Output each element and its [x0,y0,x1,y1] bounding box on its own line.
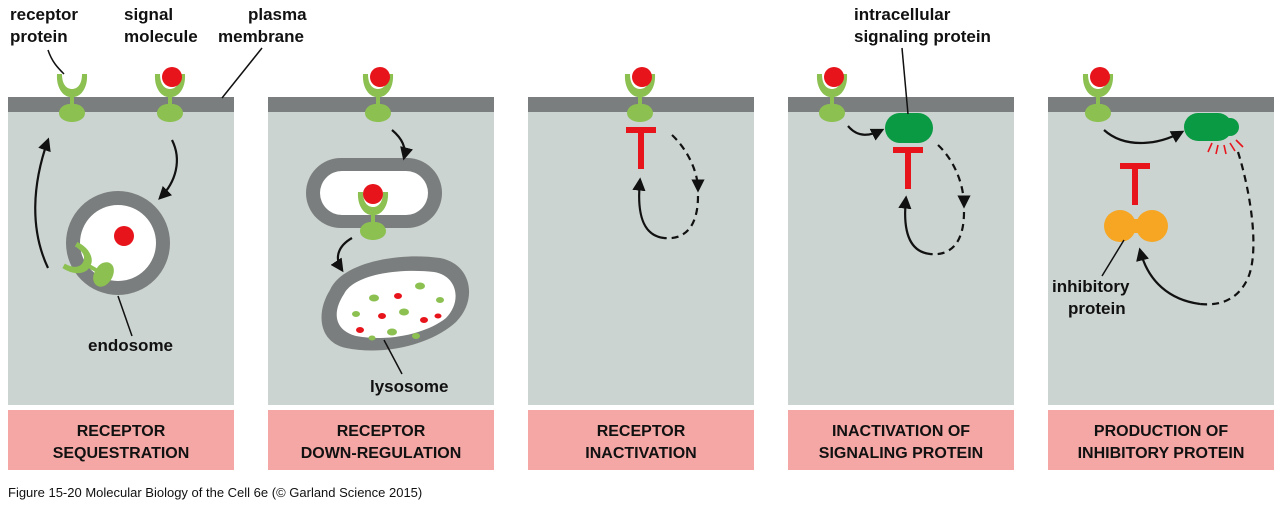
leader-plasma-membrane [221,47,263,99]
label-plasma-membrane: plasma membrane [218,5,307,46]
caption-line2: SEQUESTRATION [53,445,190,462]
activation-arrow [847,125,885,141]
arrow-internalize [158,139,178,200]
vesicle-signal-molecule [363,184,383,204]
caption-line2: INHIBITORY PROTEIN [1078,445,1245,462]
caption-inactivation-of-signaling-protein: INACTIVATION OF SIGNALING PROTEIN [788,410,1014,470]
activation-rays [1207,139,1244,155]
intracellular-signaling-protein [885,113,933,143]
caption-line1: RECEPTOR [77,423,166,440]
caption-receptor-sequestration: RECEPTOR SEQUESTRATION [8,410,234,470]
leader-inhibitory-protein [1101,239,1125,277]
feedback-arrow-up [1136,247,1201,306]
cell-interior [1048,110,1274,405]
plasma-membrane [8,97,234,112]
signal-molecule [370,67,390,87]
endosome-signal-molecule [114,226,134,246]
lysosome [321,256,470,351]
caption-line1: INACTIVATION OF [832,423,970,440]
intracellular-signaling-protein [1184,113,1232,141]
panel-receptor-down-regulation [268,67,494,405]
panel-receptor-sequestration [8,67,234,405]
inhibitory-protein [1104,210,1168,242]
degraded-fragments [352,282,444,341]
caption-line1: RECEPTOR [337,423,426,440]
activation-arrow [1103,129,1185,145]
feedback-arrow-down [671,134,705,193]
label-inhibitory-line2: protein [1068,299,1126,318]
panel-production-of-inhibitory-protein [1048,67,1274,405]
label-intracellular-line2: signaling protein [854,27,991,46]
inhibition-bar [1120,163,1150,205]
caption-production-of-inhibitory-protein: PRODUCTION OF INHIBITORY PROTEIN [1048,410,1274,470]
feedback-arrow-loop [663,195,700,240]
label-intracellular-line1: intracellular [854,5,951,24]
label-signal-molecule: signal molecule [124,5,198,46]
label-intracellular-signaling-protein: intracellular signaling protein [854,5,991,46]
cell-interior [788,110,1014,405]
signal-molecule [162,67,182,87]
label-receptor-protein: receptor protein [10,5,78,46]
label-receptor-protein-line2: protein [10,27,68,46]
label-plasma-membrane-line2: membrane [218,27,304,46]
signal-molecule [824,67,844,87]
plasma-membrane [1048,97,1274,112]
panel-receptor-inactivation [528,67,754,405]
feedback-arrow-loop [929,211,966,256]
caption-line2: INACTIVATION [585,445,696,462]
plasma-membrane [788,97,1014,112]
inhibition-bar [626,127,656,169]
label-inhibitory-line1: inhibitory [1052,277,1130,296]
caption-receptor-inactivation: RECEPTOR INACTIVATION [528,410,754,470]
label-signal-molecule-line2: molecule [124,27,198,46]
signaling-protein-active-site [1221,118,1239,136]
label-endosome: endosome [88,336,173,355]
label-lysosome: lysosome [370,377,448,396]
arrow-recycle-up [34,137,51,269]
caption-line1: RECEPTOR [597,423,686,440]
cell-interior [268,110,494,405]
feedback-arrow-up [898,195,931,256]
label-receptor-protein-line1: receptor [10,5,78,24]
caption-line2: DOWN-REGULATION [301,445,462,462]
caption-line2: SIGNALING PROTEIN [819,445,983,462]
caption-line1: PRODUCTION OF [1094,423,1228,440]
signal-molecule [632,67,652,87]
leader-intracellular-signaling-protein [901,47,909,115]
label-inhibitory-protein: inhibitory protein [1052,277,1130,318]
figure-credit: Figure 15-20 Molecular Biology of the Ce… [8,485,422,500]
arrow-to-vesicle [391,129,413,161]
arrow-to-lysosome [330,237,353,273]
leader-endosome [117,295,133,337]
inhibition-bar [893,147,923,189]
label-plasma-membrane-line1: plasma [248,5,307,24]
leader-lysosome [383,339,403,375]
leader-receptor-protein [47,49,65,75]
signal-molecule [1090,67,1110,87]
caption-receptor-down-regulation: RECEPTOR DOWN-REGULATION [268,410,494,470]
feedback-arrow-up [632,177,665,240]
label-signal-molecule-line1: signal [124,5,173,24]
feedback-arrow-down [937,144,971,209]
panel-inactivation-of-signaling-protein [788,67,1014,405]
